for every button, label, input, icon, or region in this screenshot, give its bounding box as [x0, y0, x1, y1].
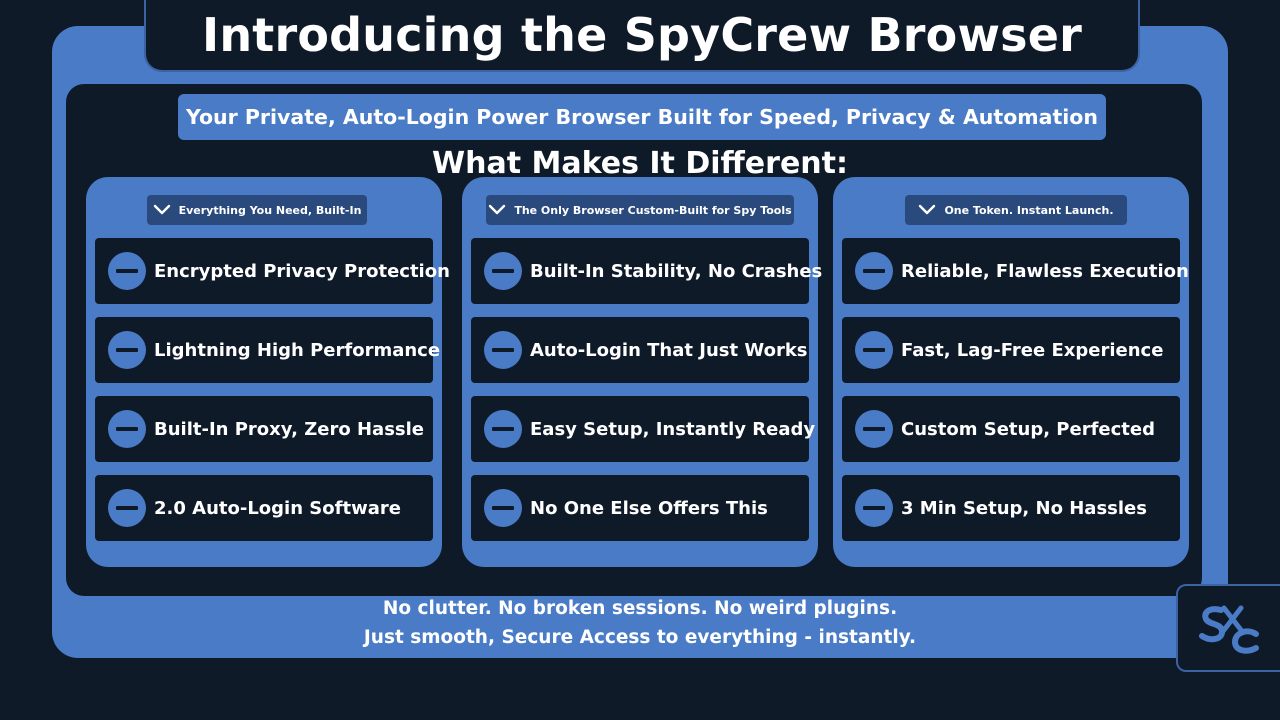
minus-circle-icon [855, 252, 893, 290]
column-tab-label: One Token. Instant Launch. [944, 203, 1114, 217]
feature-label: Fast, Lag-Free Experience [901, 339, 1164, 361]
minus-circle-icon [484, 489, 522, 527]
feature-card: Custom Setup, Perfected [842, 396, 1180, 462]
feature-card: 2.0 Auto-Login Software [95, 475, 433, 541]
chevron-down-icon [489, 204, 506, 215]
feature-card: Auto-Login That Just Works [471, 317, 809, 383]
column-tab-3[interactable]: One Token. Instant Launch. [905, 195, 1127, 225]
minus-circle-icon [108, 489, 146, 527]
title-bar: Introducing the SpyCrew Browser [144, 0, 1140, 72]
minus-circle-icon [108, 252, 146, 290]
minus-circle-icon [484, 410, 522, 448]
feature-column-3: One Token. Instant Launch. Reliable, Fla… [833, 177, 1189, 567]
feature-label: Custom Setup, Perfected [901, 418, 1155, 440]
feature-card: 3 Min Setup, No Hassles [842, 475, 1180, 541]
feature-card: Encrypted Privacy Protection [95, 238, 450, 304]
feature-label: Built-In Stability, No Crashes [530, 260, 823, 282]
feature-label: Auto-Login That Just Works [530, 339, 808, 361]
feature-label: Built-In Proxy, Zero Hassle [154, 418, 424, 440]
footer-line-1: No clutter. No broken sessions. No weird… [382, 598, 898, 619]
minus-circle-icon [855, 410, 893, 448]
subtitle-text: Your Private, Auto-Login Power Browser B… [186, 105, 1098, 129]
feature-card: No One Else Offers This [471, 475, 809, 541]
feature-label: Encrypted Privacy Protection [154, 260, 450, 282]
feature-card: Fast, Lag-Free Experience [842, 317, 1180, 383]
logo-badge [1176, 584, 1280, 672]
minus-circle-icon [108, 410, 146, 448]
feature-column-2: The Only Browser Custom-Built for Spy To… [462, 177, 822, 567]
feature-label: Lightning High Performance [154, 339, 441, 361]
minus-circle-icon [855, 331, 893, 369]
column-tab-1[interactable]: Everything You Need, Built-In [147, 195, 367, 225]
feature-card: Built-In Proxy, Zero Hassle [95, 396, 433, 462]
feature-card: Reliable, Flawless Execution [842, 238, 1189, 304]
minus-circle-icon [855, 489, 893, 527]
feature-label: No One Else Offers This [530, 497, 768, 519]
column-tab-2[interactable]: The Only Browser Custom-Built for Spy To… [486, 195, 794, 225]
feature-column-1: Everything You Need, Built-In Encrypted … [86, 177, 450, 567]
chevron-down-icon [919, 204, 936, 215]
feature-card: Lightning High Performance [95, 317, 440, 383]
page-title: Introducing the SpyCrew Browser [202, 8, 1082, 62]
subtitle-banner: Your Private, Auto-Login Power Browser B… [178, 94, 1106, 140]
minus-circle-icon [484, 331, 522, 369]
column-tab-label: Everything You Need, Built-In [178, 203, 362, 217]
feature-label: Easy Setup, Instantly Ready [530, 418, 816, 440]
feature-card: Easy Setup, Instantly Ready [471, 396, 815, 462]
spycrew-logo-icon [66, 610, 106, 644]
feature-label: 3 Min Setup, No Hassles [901, 497, 1147, 519]
minus-circle-icon [108, 331, 146, 369]
footer-line-2: Just smooth, Secure Access to everything… [363, 627, 917, 648]
minus-circle-icon [484, 252, 522, 290]
chevron-down-icon [153, 204, 170, 215]
column-tab-label: The Only Browser Custom-Built for Spy To… [514, 203, 792, 217]
feature-card: Built-In Stability, No Crashes [471, 238, 822, 304]
feature-label: 2.0 Auto-Login Software [154, 497, 401, 519]
feature-label: Reliable, Flawless Execution [901, 260, 1189, 282]
spycrew-logo-icon [1199, 605, 1259, 654]
section-heading: What Makes It Different: [432, 146, 848, 181]
